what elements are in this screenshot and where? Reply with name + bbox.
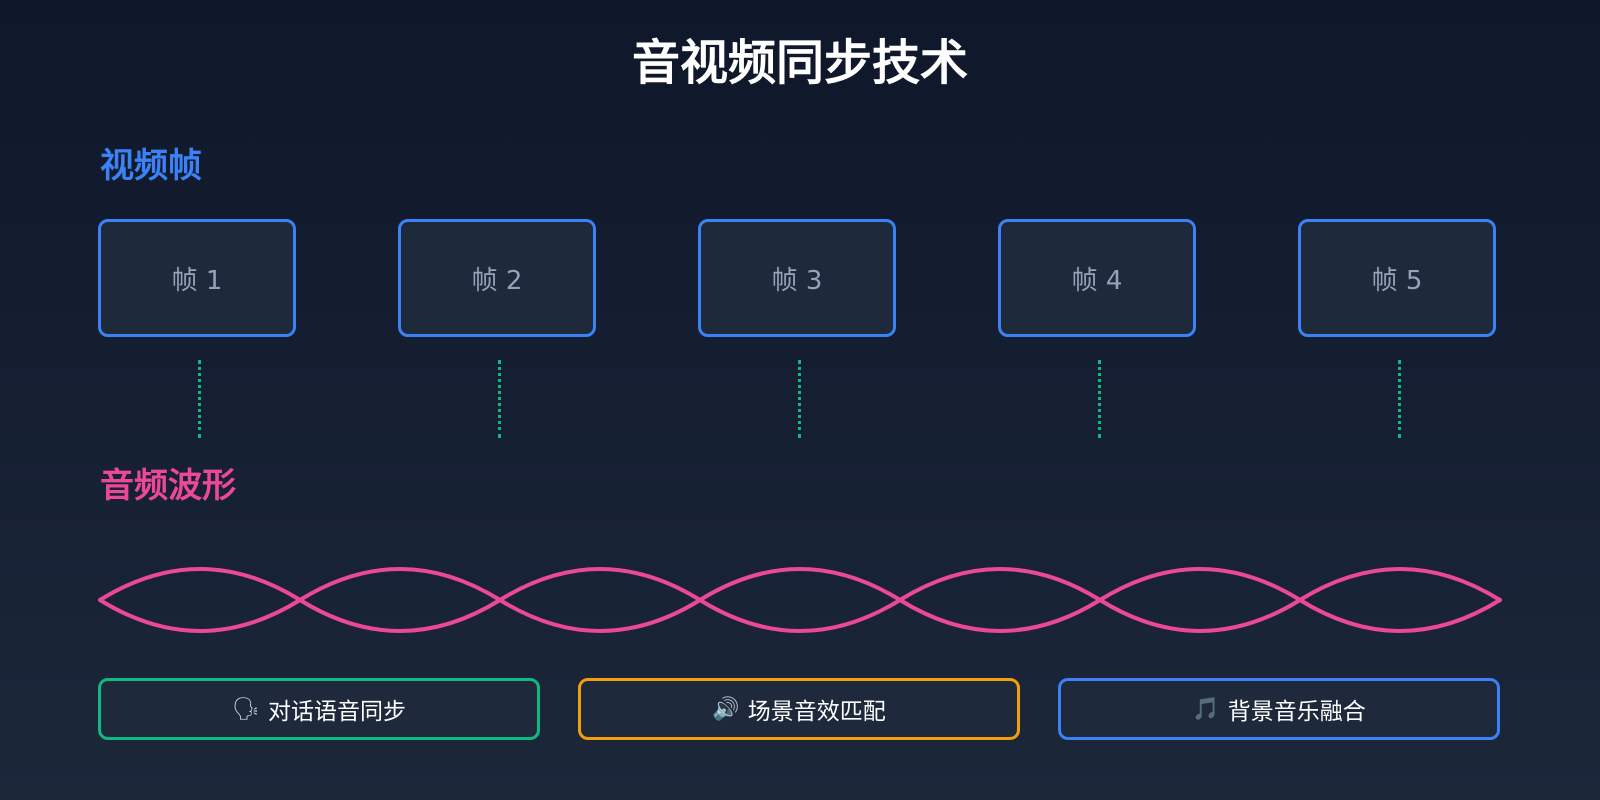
speaking-head-icon: 🗣 — [232, 696, 260, 722]
music-note-icon: 🎵 — [1192, 696, 1220, 722]
waveform-upper-curve — [98, 567, 1502, 603]
audio-waveform — [98, 567, 1502, 633]
feature-label: 对话语音同步 — [267, 699, 406, 725]
sync-line-5 — [1398, 360, 1401, 438]
video-section-label: 视频帧 — [100, 146, 202, 186]
sync-line-1 — [198, 360, 201, 438]
feature-label: 背景音乐融合 — [1227, 699, 1366, 725]
feature-dialogue-sync: 🗣 对话语音同步 — [98, 678, 540, 740]
page-title: 音视频同步技术 — [631, 35, 968, 91]
video-frame-5: 帧 5 — [1298, 219, 1496, 337]
feature-sound-effects: 🔊 场景音效匹配 — [578, 678, 1020, 740]
video-frame-3: 帧 3 — [698, 219, 896, 337]
sync-line-3 — [798, 360, 801, 438]
feature-background-music: 🎵 背景音乐融合 — [1058, 678, 1500, 740]
video-frame-4: 帧 4 — [998, 219, 1196, 337]
sync-line-2 — [498, 360, 501, 438]
waveform-lower-curve — [98, 597, 1502, 633]
audio-section-label: 音频波形 — [100, 466, 236, 506]
speaker-icon: 🔊 — [712, 696, 740, 722]
sync-line-4 — [1098, 360, 1101, 438]
feature-label: 场景音效匹配 — [747, 699, 886, 725]
video-frame-2: 帧 2 — [398, 219, 596, 337]
video-frame-1: 帧 1 — [98, 219, 296, 337]
